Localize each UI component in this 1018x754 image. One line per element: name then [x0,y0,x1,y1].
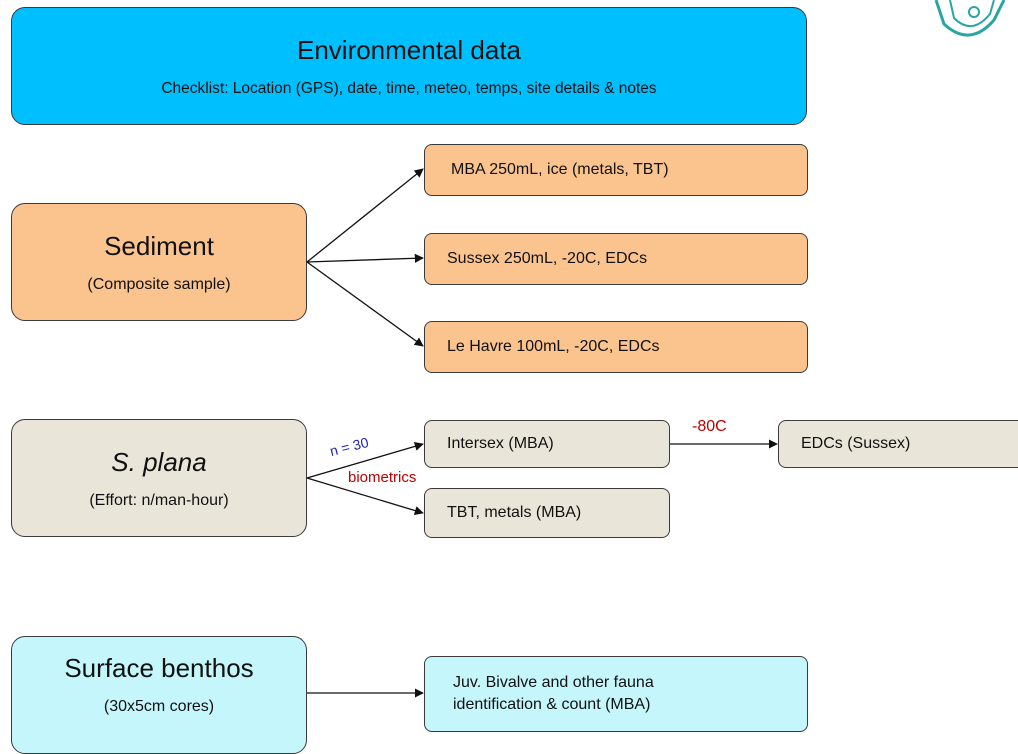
logo-icon [934,0,1006,37]
sediment-output-mba: MBA 250mL, ice (metals, TBT) [424,144,808,196]
intersex-label: Intersex (MBA) [447,435,554,452]
sediment-subtitle: (Composite sample) [87,275,231,293]
benthos-output-box: Juv. Bivalve and other fauna identificat… [424,656,808,732]
sediment-output-sussex-label: Sussex 250mL, -20C, EDCs [447,250,648,267]
sediment-output-sussex: Sussex 250mL, -20C, EDCs [424,233,808,285]
benthos-title: Surface benthos [64,652,254,683]
environmental-title: Environmental data [296,34,522,65]
sediment-output-mba-label: MBA 250mL, ice (metals, TBT) [451,161,669,178]
splana-box: S. plana (Effort: n/man-hour) [11,419,307,537]
benthos-box: Surface benthos (30x5cm cores) [11,636,307,754]
splana-subtitle: (Effort: n/man-hour) [89,491,229,509]
sediment-output-lehavre: Le Havre 100mL, -20C, EDCs [424,321,808,373]
arrow-sediment-to-mba [306,168,424,263]
sediment-output-lehavre-label: Le Havre 100mL, -20C, EDCs [447,338,660,355]
sediment-title: Sediment [104,230,214,261]
benthos-output-line2: identification & count (MBA) [453,696,651,713]
intersex-box: Intersex (MBA) [424,420,670,468]
arrow-sediment-to-sussex [306,253,424,263]
sediment-box: Sediment (Composite sample) [11,203,307,321]
biometrics-label: biometrics [348,469,417,486]
edcs-sussex-label: EDCs (Sussex) [801,435,911,452]
arrow-sediment-to-lehavre [306,261,424,347]
splana-title: S. plana [111,446,207,477]
minus-80c-label: -80C [692,418,727,435]
tbt-metals-box: TBT, metals (MBA) [424,488,670,538]
tbt-metals-label: TBT, metals (MBA) [447,504,582,521]
environmental-checklist: Checklist: Location (GPS), date, time, m… [161,79,657,97]
benthos-subtitle: (30x5cm cores) [103,697,215,715]
environmental-data-box: Environmental data Checklist: Location (… [11,7,807,125]
n-count-label: n = 30 [328,433,371,459]
edcs-sussex-box: EDCs (Sussex) [778,420,1018,468]
benthos-output-line1: Juv. Bivalve and other fauna [453,674,654,691]
